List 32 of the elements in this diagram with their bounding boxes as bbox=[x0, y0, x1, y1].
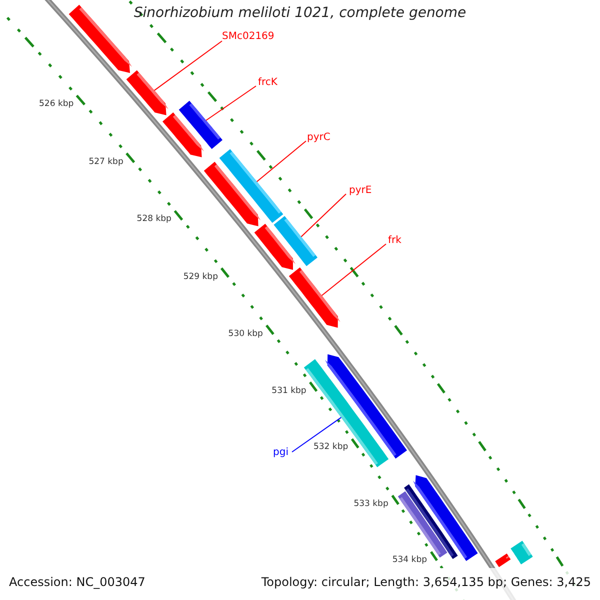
leader-line bbox=[292, 416, 342, 452]
map-title: Sinorhizobium meliloti 1021, complete genome bbox=[134, 6, 466, 20]
gene-block bbox=[274, 216, 318, 266]
tick-label: 532 kbp bbox=[313, 443, 348, 452]
gene-block bbox=[288, 267, 340, 328]
leader-line bbox=[256, 140, 306, 182]
leader-line bbox=[154, 40, 222, 91]
leader-line bbox=[206, 86, 256, 121]
gene-label: frk bbox=[388, 236, 402, 246]
gene-block bbox=[68, 4, 132, 73]
genome-info-text: Topology: circular; Length: 3,654,135 bp; Genes: 3,425 bbox=[261, 576, 591, 588]
tick-label: 530 kbp bbox=[228, 330, 263, 338]
gene-label: pyrC bbox=[307, 133, 330, 143]
leader-line bbox=[321, 244, 386, 296]
tick-label: 531 kbp bbox=[272, 386, 306, 395]
gene-label: pgi bbox=[273, 448, 288, 458]
tick-label: 528 kbp bbox=[136, 215, 172, 224]
gene-block bbox=[126, 70, 168, 116]
tick-label: 534 kbp bbox=[392, 556, 427, 564]
tick-label: 526 kbp bbox=[39, 100, 74, 108]
gene-block bbox=[510, 540, 533, 564]
accession-text: Accession: NC_003047 bbox=[9, 576, 146, 588]
leader-line bbox=[300, 194, 346, 238]
gene-label: frcK bbox=[258, 78, 278, 88]
tick-label: 527 kbp bbox=[88, 158, 124, 166]
tick-label: 529 kbp bbox=[183, 272, 218, 281]
gene-label: SMc02169 bbox=[222, 32, 274, 42]
gene-block bbox=[219, 149, 284, 223]
gene-label: pyrE bbox=[349, 186, 372, 196]
gene-block bbox=[178, 100, 222, 149]
tick-label: 533 kbp bbox=[354, 500, 388, 508]
gene-block bbox=[495, 554, 511, 568]
